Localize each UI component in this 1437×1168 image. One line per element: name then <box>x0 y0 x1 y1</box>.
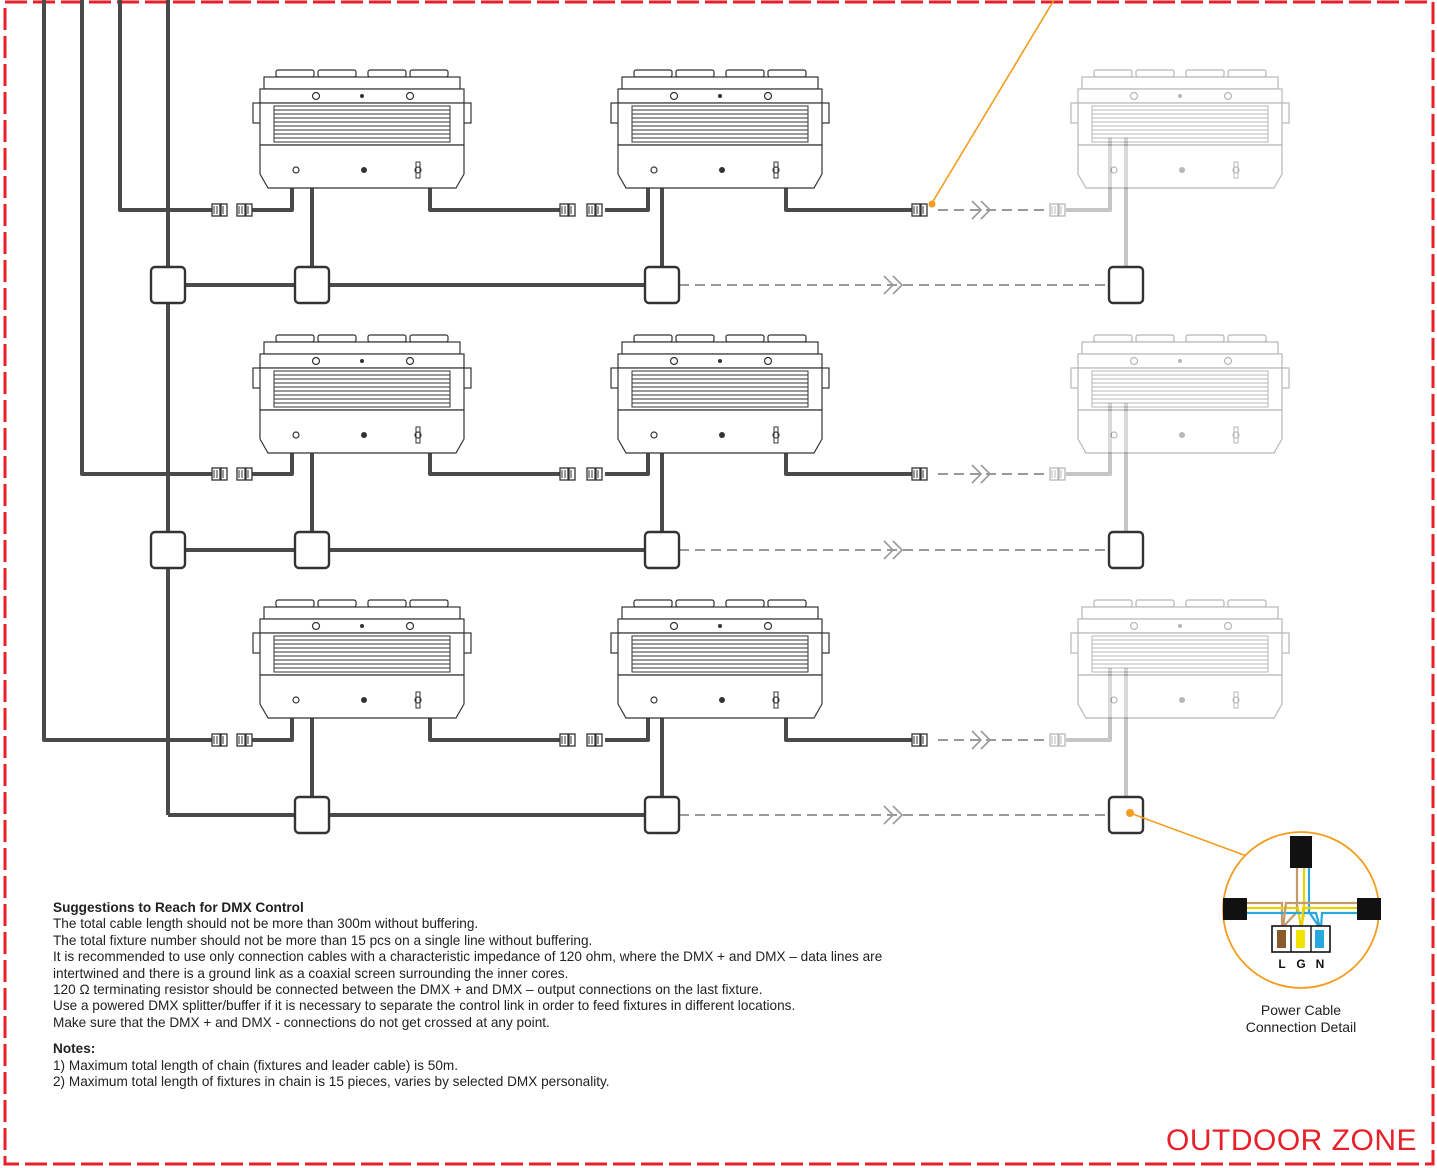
junction-box <box>1107 265 1145 305</box>
note-line: 1) Maximum total length of chain (fixtur… <box>53 1057 458 1073</box>
junction-box <box>293 530 331 570</box>
row-2 <box>149 334 1290 570</box>
junction-box <box>643 265 681 305</box>
row-3 <box>211 599 1290 835</box>
power-cable-detail: L G N <box>1222 831 1381 989</box>
terminal-label-l: L <box>1278 957 1285 971</box>
junction-box <box>643 795 681 835</box>
detail-caption-line2: Connection Detail <box>1245 1019 1357 1035</box>
zone-border <box>3 0 1435 1166</box>
junction-box <box>1107 530 1145 570</box>
suggestion-line: The total cable length should not be mor… <box>53 916 479 932</box>
fixture-faded <box>1070 599 1290 719</box>
junction-box <box>149 265 187 305</box>
notes-title: Notes: <box>53 1041 96 1057</box>
suggestion-line: It is recommended to use only connection… <box>53 949 883 965</box>
suggestion-line: intertwined and there is a ground link a… <box>53 965 569 981</box>
notes-block: Suggestions to Reach for DMX Control The… <box>53 900 1153 1090</box>
fixture-faded <box>1070 69 1290 189</box>
fixture <box>252 334 472 454</box>
fixture <box>610 599 830 719</box>
suggestion-line: The total fixture number should not be m… <box>53 932 593 948</box>
fixture <box>252 599 472 719</box>
fixture-faded <box>1070 334 1290 454</box>
terminal-label-g: G <box>1296 957 1305 971</box>
zone-label: OUTDOOR ZONE <box>1166 1124 1417 1157</box>
detail-caption: Power Cable Connection Detail <box>1214 1002 1388 1036</box>
callout-leader-detail <box>1129 812 1253 859</box>
junction-box <box>643 530 681 570</box>
suggestion-line: Make sure that the DMX + and DMX - conne… <box>53 1014 550 1030</box>
terminal-label-n: N <box>1316 957 1325 971</box>
suggestion-line: 120 Ω terminating resistor should be con… <box>53 982 763 998</box>
junction-box <box>293 265 331 305</box>
row-1 <box>149 69 1290 305</box>
detail-caption-line1: Power Cable <box>1260 1002 1342 1018</box>
suggestions-title: Suggestions to Reach for DMX Control <box>53 900 304 915</box>
callout-leader-top <box>931 0 1055 204</box>
fixture <box>252 69 472 189</box>
fixture <box>610 334 830 454</box>
junction-box <box>149 530 187 570</box>
trunk-cables <box>42 0 294 817</box>
junction-box <box>1107 795 1145 835</box>
suggestion-line: Use a powered DMX splitter/buffer if it … <box>53 998 796 1014</box>
junction-box <box>293 795 331 835</box>
note-line: 2) Maximum total length of fixtures in c… <box>53 1074 610 1090</box>
fixture <box>610 69 830 189</box>
